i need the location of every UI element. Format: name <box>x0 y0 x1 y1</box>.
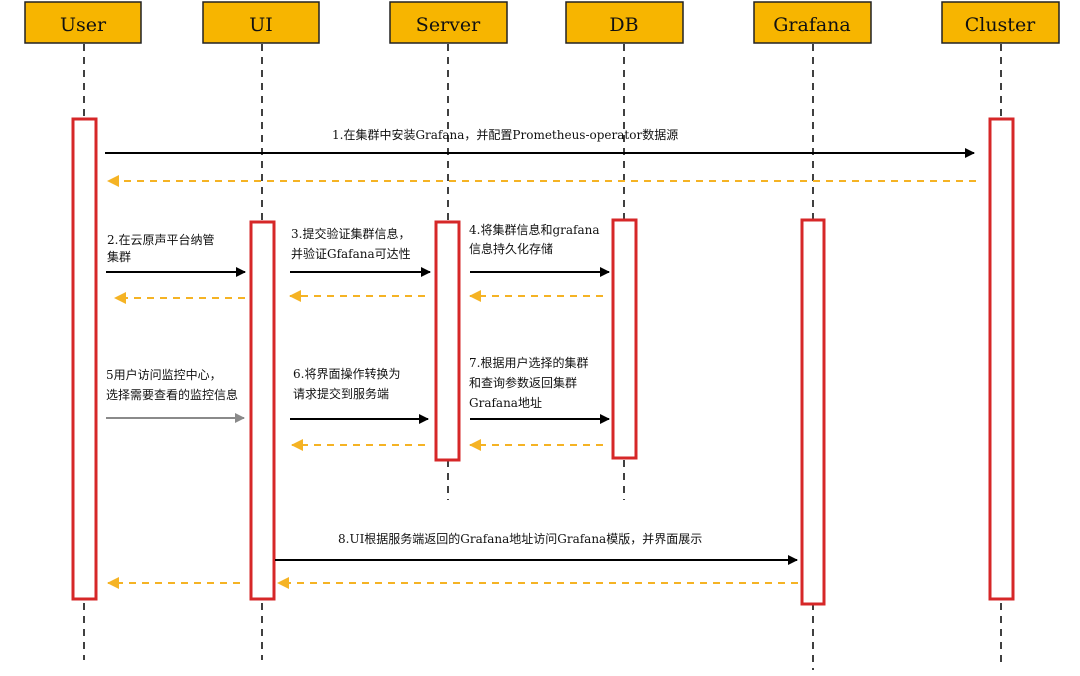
actor-box-server <box>389 1 508 44</box>
actor-box-ui <box>202 1 320 44</box>
activation-db <box>611 218 638 460</box>
actor-db: DB <box>565 1 684 44</box>
actor-grafana: Grafana <box>753 1 872 44</box>
actor-label-server: Server <box>416 14 481 36</box>
message-8: 8.UI根据服务端返回的Grafana地址访问Grafana模版，并界面展示 <box>107 531 798 589</box>
message-5: 5用户访问监控中心， 选择需要查看的监控信息 <box>106 367 245 423</box>
activation-cluster <box>988 117 1015 601</box>
actor-box-user <box>24 1 142 44</box>
actor-label-db: DB <box>609 14 638 36</box>
actor-box-grafana <box>753 1 872 44</box>
message-6: 6.将界面操作转换为 请求提交到服务端 <box>290 366 429 451</box>
actor-server: Server <box>389 1 508 44</box>
message-7: 7.根据用户选择的集群 和查询参数返回集群 Grafana地址 <box>469 355 610 451</box>
message-4: 4.将集群信息和grafana 信息持久化存储 <box>469 222 610 302</box>
actor-label-ui: UI <box>249 14 273 36</box>
message-6-label: 6.将界面操作转换为 请求提交到服务端 <box>293 366 404 401</box>
actor-ui: UI <box>202 1 320 44</box>
activation-ui <box>249 220 276 601</box>
actor-box-db <box>565 1 684 44</box>
actor-label-user: User <box>60 14 107 36</box>
message-4-label: 4.将集群信息和grafana 信息持久化存储 <box>469 222 603 256</box>
message-2: 2.在云原声平台纳管 集群 <box>106 232 246 304</box>
actor-user: User <box>24 1 142 44</box>
message-1: 1.在集群中安装Grafana，并配置Prometheus-operator数据… <box>105 127 976 187</box>
message-5-label: 5用户访问监控中心， 选择需要查看的监控信息 <box>106 367 238 402</box>
message-1-label: 1.在集群中安装Grafana，并配置Prometheus-operator数据… <box>332 127 678 142</box>
actor-label-grafana: Grafana <box>773 14 851 36</box>
message-2-label: 2.在云原声平台纳管 集群 <box>107 232 218 264</box>
actor-label-cluster: Cluster <box>965 14 1036 36</box>
message-8-label: 8.UI根据服务端返回的Grafana地址访问Grafana模版，并界面展示 <box>338 531 702 546</box>
message-3: 3.提交验证集群信息， 并验证Gfafana可达性 <box>289 226 431 302</box>
message-3-label: 3.提交验证集群信息， 并验证Gfafana可达性 <box>291 226 414 261</box>
actor-cluster: Cluster <box>941 1 1060 44</box>
activations <box>71 117 1015 606</box>
message-7-label: 7.根据用户选择的集群 和查询参数返回集群 Grafana地址 <box>469 355 592 410</box>
activation-server <box>434 220 461 462</box>
activation-user <box>71 117 98 601</box>
actor-box-cluster <box>941 1 1060 44</box>
activation-grafana <box>800 218 826 606</box>
